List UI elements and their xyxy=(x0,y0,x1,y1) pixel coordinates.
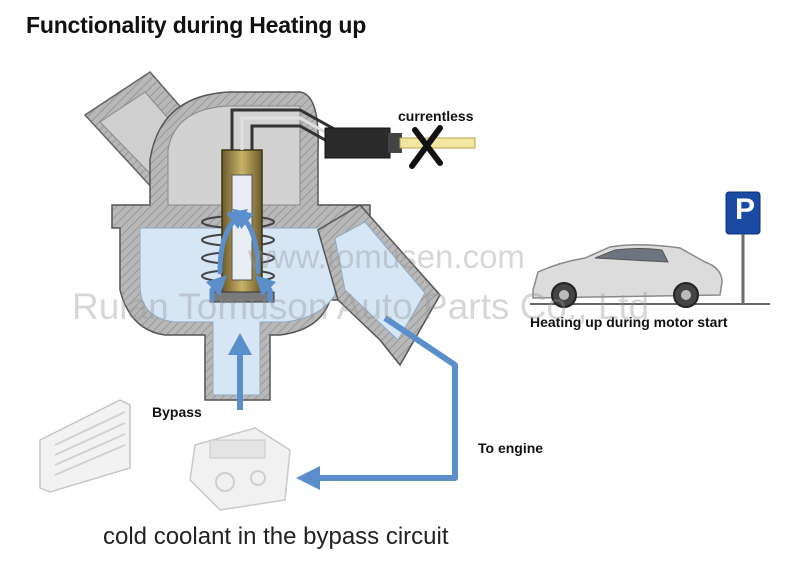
car-icon xyxy=(530,243,770,308)
diagram-caption: cold coolant in the bypass circuit xyxy=(103,523,449,550)
outlet-pipe-to-engine xyxy=(317,204,441,367)
internal-flow-arrows xyxy=(205,208,277,303)
label-bypass: Bypass xyxy=(152,404,202,420)
currentless-x-icon xyxy=(409,125,443,169)
label-currentless: currentless xyxy=(398,108,474,124)
to-engine-flow-arrow xyxy=(296,315,458,490)
diagram-title: Functionality during Heating up xyxy=(26,12,367,38)
label-to-engine: To engine xyxy=(478,440,544,456)
parking-sign-icon xyxy=(725,191,761,305)
engine-icon xyxy=(189,427,291,511)
watermark-company: Ruian Tomuson Auto Parts Co., Ltd xyxy=(72,286,650,327)
watermark-url: www.tomusen.com xyxy=(248,238,525,275)
parking-sign-letter: P xyxy=(735,193,756,226)
label-heating-up: Heating up during motor start xyxy=(530,314,728,330)
radiator-icon xyxy=(39,399,131,493)
electrical-connector xyxy=(324,127,476,159)
bypass-flow-arrow xyxy=(228,333,252,410)
